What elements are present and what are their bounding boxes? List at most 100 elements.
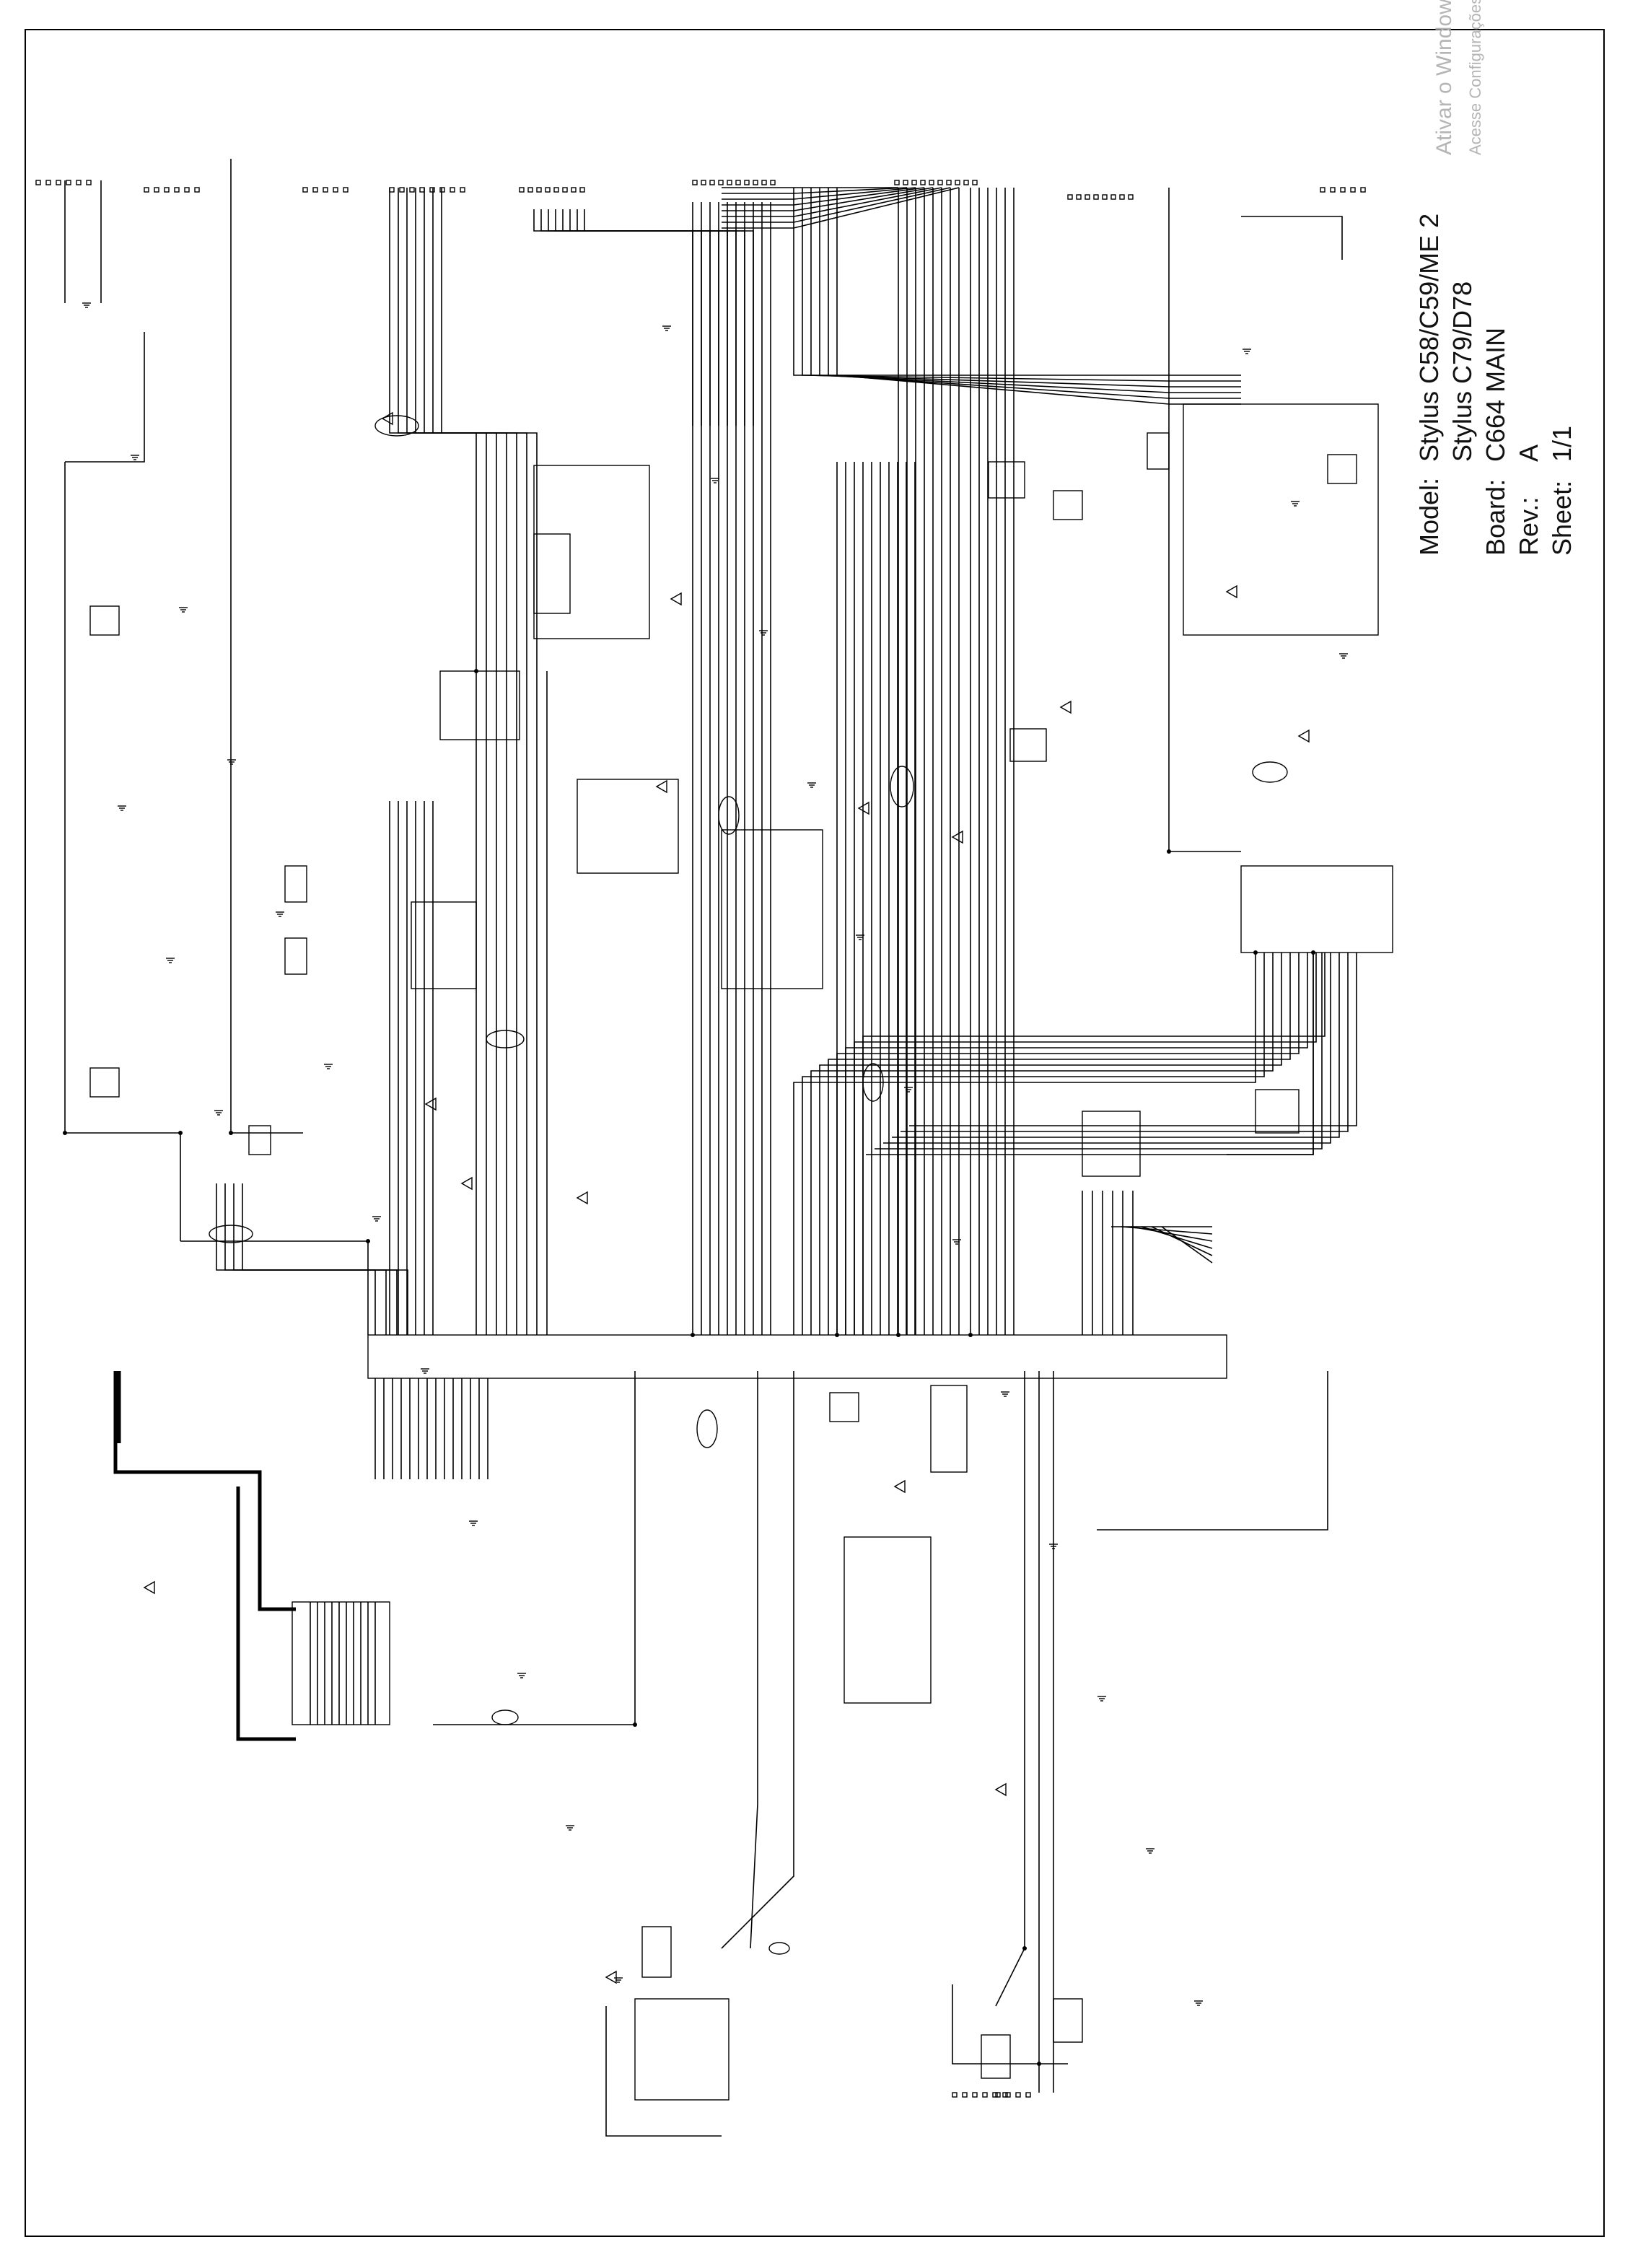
connector-pin — [744, 180, 750, 185]
watermark-line-2: Acesse Configurações para — [1466, 0, 1484, 155]
ic-small-body — [1009, 728, 1047, 762]
ic-right-body — [1240, 865, 1393, 953]
small-component — [988, 461, 1025, 499]
sensor-line — [828, 188, 1241, 399]
bundle-marker — [374, 415, 419, 437]
bundle-marker — [890, 766, 914, 807]
head-line — [584, 209, 754, 426]
small-component — [89, 1067, 120, 1098]
ic-small-body — [641, 1926, 672, 1978]
connector-pin — [154, 187, 159, 193]
connector-pin — [761, 180, 767, 185]
sheet-value: 1/1 — [1547, 425, 1577, 462]
signal-line — [1097, 1371, 1328, 1531]
cr-line — [875, 953, 1323, 1150]
layout-region-box — [721, 829, 823, 989]
bundle-marker — [486, 1030, 525, 1048]
bus-lines — [113, 1371, 296, 1741]
connector-pin — [562, 187, 568, 193]
memory-bus — [113, 1371, 262, 1487]
junctions — [63, 669, 1315, 2066]
sheet-border — [25, 29, 1605, 2237]
junction-dot — [1167, 849, 1171, 854]
bundle-marker — [862, 1063, 884, 1102]
rev-value: A — [1514, 444, 1543, 462]
small-component — [1082, 1111, 1141, 1177]
connector-pin — [519, 187, 525, 193]
signal-line — [224, 1183, 387, 1335]
sensor-line — [1241, 216, 1343, 260]
usb-line — [952, 1984, 1068, 2065]
connector-pin — [66, 180, 71, 185]
cr-line — [845, 953, 1308, 1335]
connector-pin — [460, 187, 465, 193]
layout-region-box — [577, 779, 679, 874]
head-line — [569, 209, 737, 426]
connector-pin — [1320, 187, 1326, 193]
connector-pin — [1015, 2092, 1021, 2098]
power-line — [65, 332, 145, 463]
connector-pin — [1119, 194, 1125, 200]
small-component — [284, 865, 307, 903]
connector-pin — [409, 187, 415, 193]
connector-pin — [972, 2092, 978, 2098]
ic-small-body — [411, 901, 477, 989]
connector-pin — [144, 187, 149, 193]
crystal-body — [930, 1385, 968, 1473]
ic6-body — [439, 670, 520, 740]
junction-dot — [178, 1131, 183, 1135]
connector-pin — [718, 180, 724, 185]
connector-pin — [571, 187, 577, 193]
small-component — [1053, 490, 1083, 520]
sensor-line — [836, 188, 1241, 405]
note-marker — [1297, 729, 1310, 743]
cr-line — [828, 953, 1291, 1335]
cr-line — [1227, 953, 1314, 1155]
connector-pin — [527, 187, 533, 193]
connector-pin — [545, 187, 551, 193]
connector-pin — [735, 180, 741, 185]
connector-pin — [937, 180, 943, 185]
rev-label: Rev.: — [1514, 496, 1543, 556]
wire-network — [64, 159, 1357, 2137]
junction-dot — [1253, 950, 1258, 955]
junction-dot — [474, 669, 478, 673]
connector-pin — [1093, 194, 1099, 200]
bundle-marker — [718, 796, 740, 835]
junction-dot — [633, 1722, 637, 1727]
sheet-label: Sheet: — [1547, 480, 1577, 556]
memory-bus — [236, 1487, 296, 1741]
cr-line — [901, 953, 1349, 1132]
junction-dot — [835, 1333, 839, 1337]
small-component — [1327, 454, 1357, 484]
connector-pin — [920, 180, 926, 185]
connector-pin — [992, 2092, 998, 2098]
head-line — [548, 209, 711, 426]
bundle-marker — [1252, 761, 1288, 783]
connector-pin — [86, 180, 92, 185]
junction-dot — [968, 1333, 973, 1337]
head-line — [577, 209, 745, 426]
connector-pin — [312, 187, 318, 193]
watermark-line-1: Ativar o Windows — [1432, 0, 1456, 155]
connector-pin — [429, 187, 435, 193]
connector-pin — [1340, 187, 1346, 193]
connector-pin — [903, 180, 908, 185]
connector-pin — [1002, 2092, 1008, 2098]
connector-pin — [164, 187, 170, 193]
connector-pin — [579, 187, 585, 193]
cr-line — [854, 953, 1317, 1335]
model-label: Model: — [1414, 477, 1444, 556]
power-line — [605, 2006, 722, 2137]
title-block: Model: Stylus C58/C59/ME 2 Stylus C79/D7… — [1414, 130, 1616, 563]
connector-pin — [1128, 194, 1134, 200]
connector-pin — [753, 180, 758, 185]
cr-line — [909, 953, 1357, 1126]
junction-dot — [366, 1239, 370, 1243]
note-marker — [1059, 700, 1072, 714]
connector-pin — [963, 180, 969, 185]
connector-pin — [174, 187, 180, 193]
connector-pin — [955, 180, 960, 185]
connector-pin — [194, 187, 200, 193]
